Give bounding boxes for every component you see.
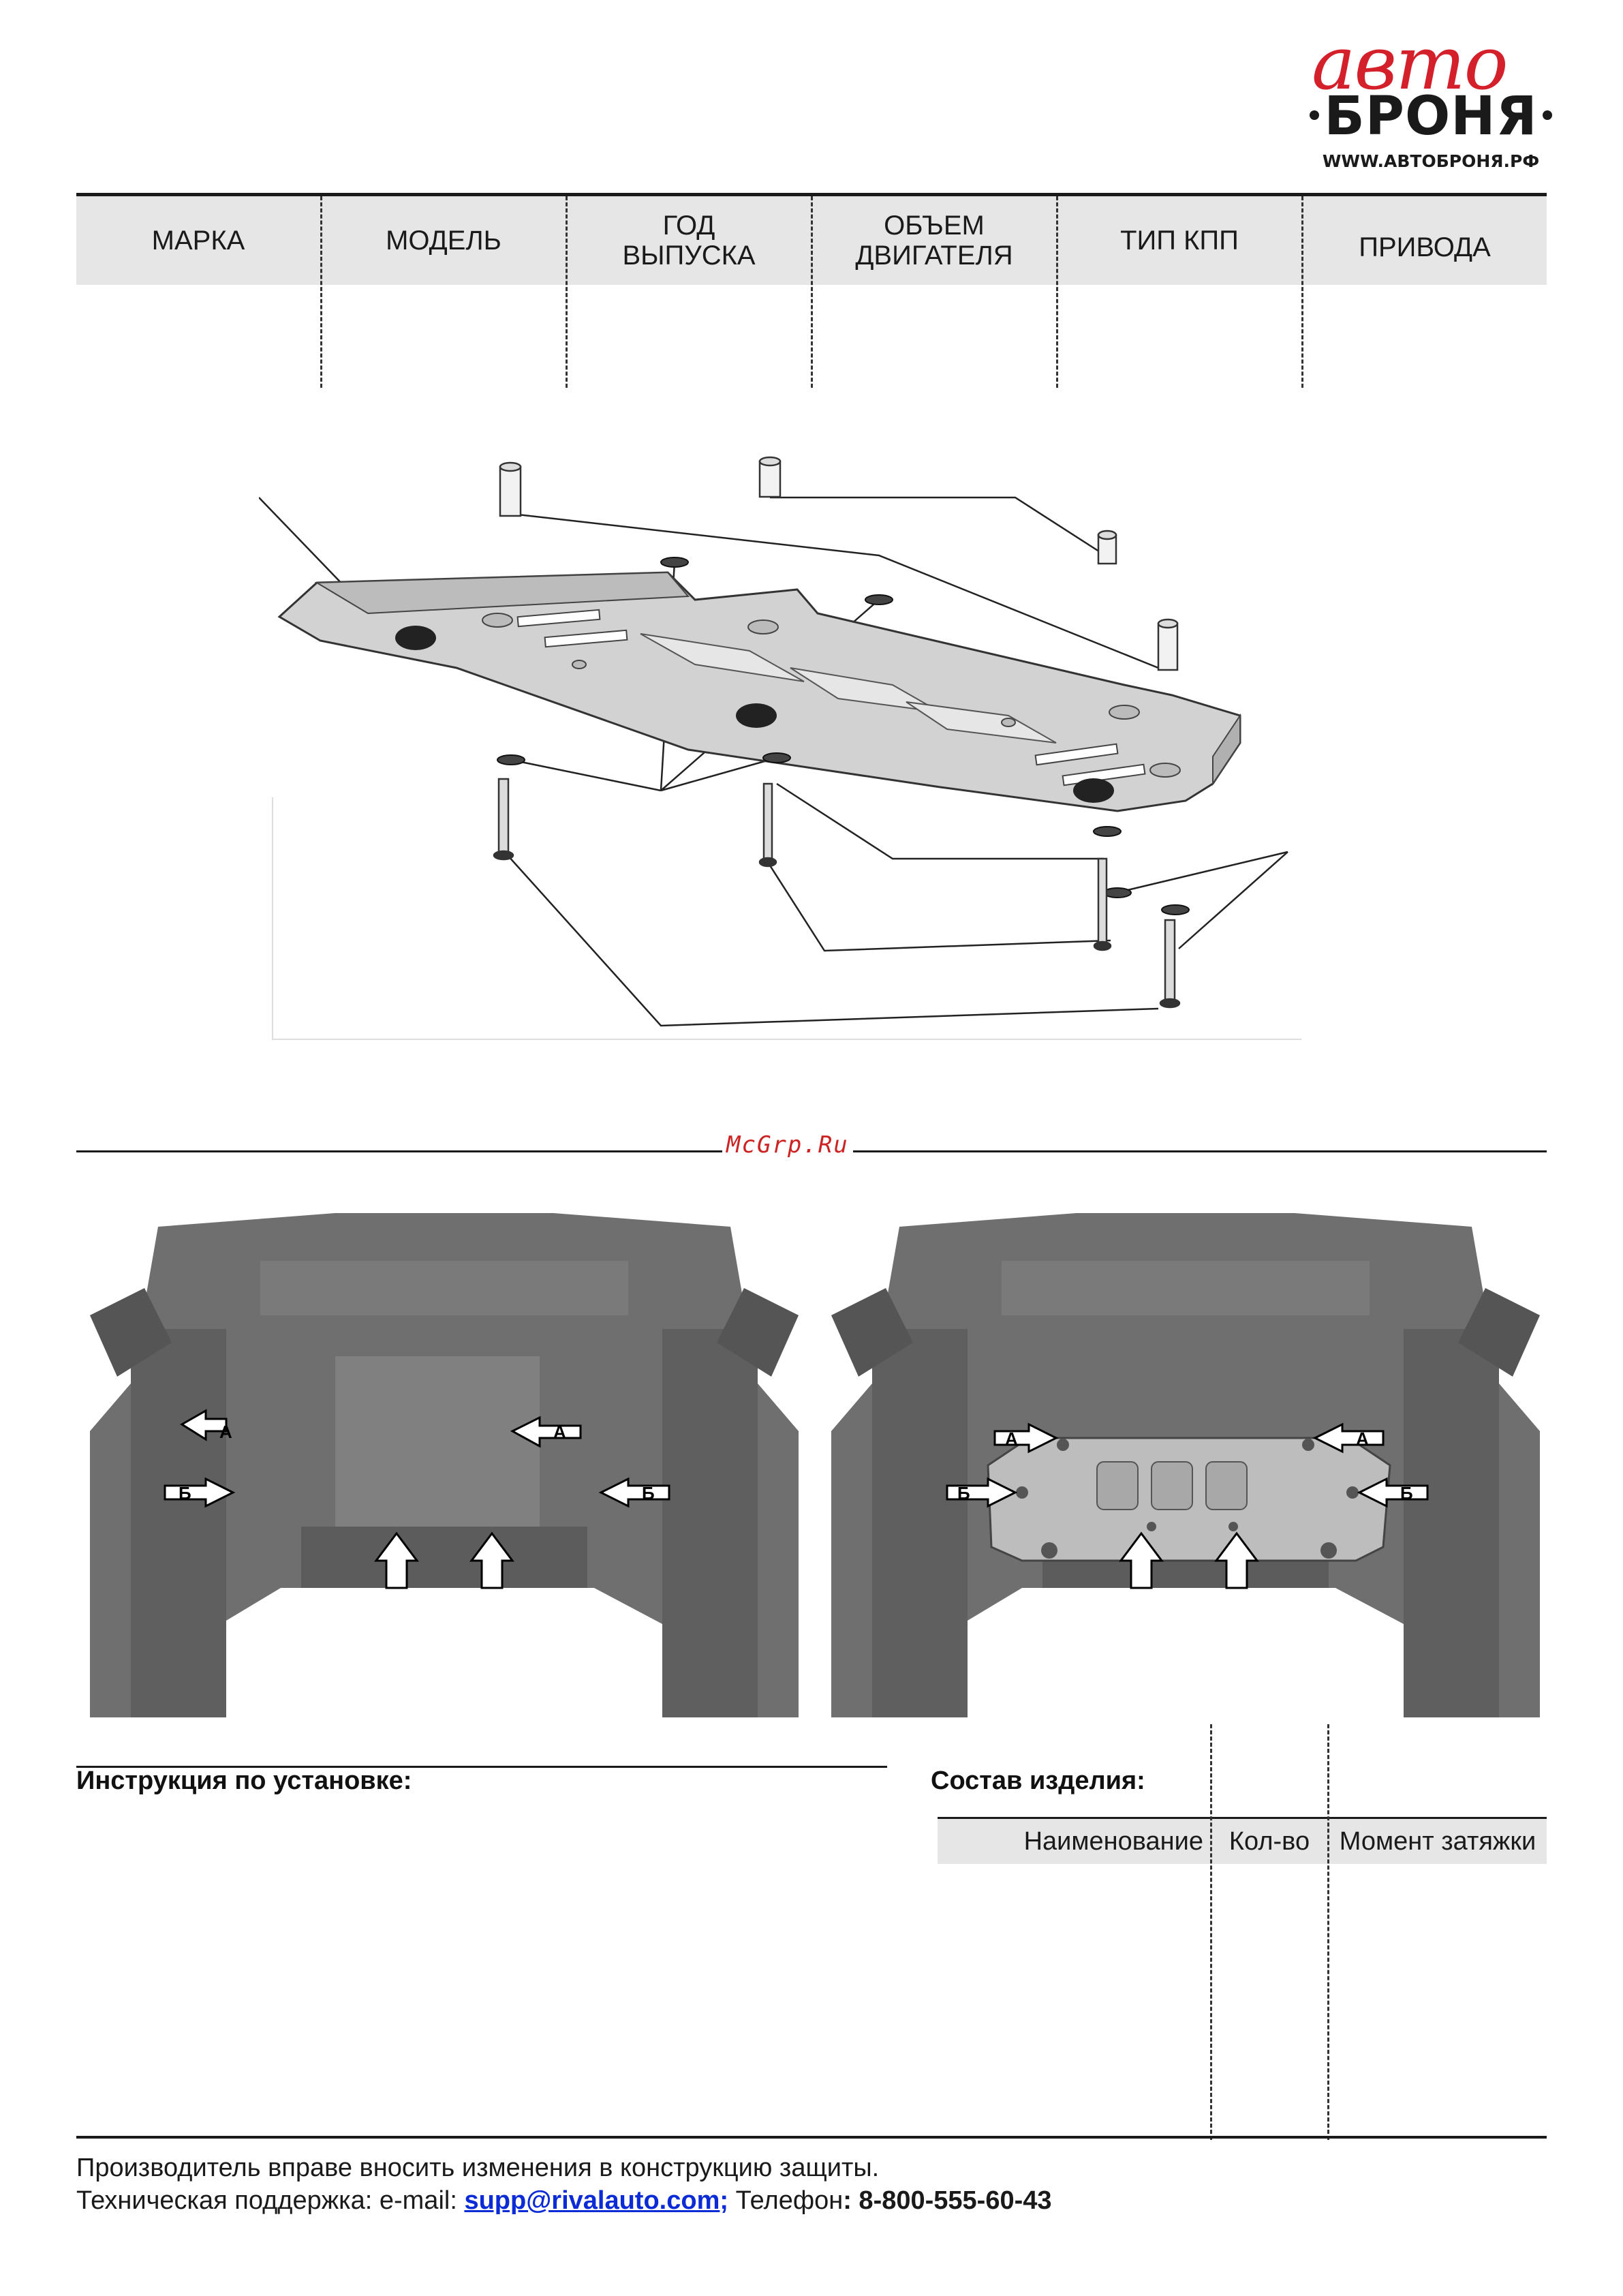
leader-line-bolt <box>776 782 1104 860</box>
washer-parts <box>497 557 1190 915</box>
drawing-frame <box>272 797 1301 1040</box>
col-header-year: ГОД ВЫПУСКА <box>622 211 756 271</box>
label-b-left: Б <box>957 1483 970 1503</box>
label-b-right: Б <box>1400 1483 1413 1503</box>
logo-script-text: авто <box>1312 21 1509 106</box>
arrow-b-right: Б <box>598 1477 670 1508</box>
phone-prefix: Телефон <box>728 2186 844 2215</box>
col-separator <box>1327 1724 1329 2140</box>
arrow-up-left <box>374 1531 419 1589</box>
col-header-model: МОДЕЛЬ <box>386 226 501 256</box>
footer-disclaimer: Производитель вправе вносить изменения в… <box>76 2154 880 2182</box>
logo-right-dot <box>1543 110 1552 120</box>
underbody-photo-before: А А Б Б <box>90 1213 799 1717</box>
col-header-engine: ОБЪЕМ ДВИГАТЕЛЯ <box>855 211 1013 271</box>
label-b-left: Б <box>179 1483 191 1503</box>
skid-plate <box>277 571 1241 812</box>
label-a-left: А <box>219 1422 232 1442</box>
arrow-a-right: А <box>1312 1422 1385 1454</box>
col-header-torque: Момент затяжки <box>1339 1826 1536 1856</box>
instructions-rule <box>76 1766 887 1768</box>
underbody-photo-after: А А Б Б <box>831 1213 1540 1717</box>
leader-line-washer-right <box>1115 851 1288 894</box>
leader-line-washer-4 <box>660 756 777 792</box>
support-email-suffix[interactable]: ; <box>720 2186 729 2215</box>
mount-arrows: А А Б Б <box>946 1422 1429 1589</box>
composition-title: Состав изделия: <box>931 1766 1145 1795</box>
label-a-left: А <box>1005 1428 1018 1449</box>
footer-rule <box>76 2136 1547 2139</box>
support-email-link[interactable]: supp@rivalauto.com <box>464 2186 720 2215</box>
label-a-right: А <box>553 1422 566 1442</box>
col-separator <box>320 196 322 388</box>
arrow-b-left: Б <box>164 1477 236 1508</box>
leader-line-spacer <box>517 513 1159 669</box>
bolt-parts <box>493 778 1181 1009</box>
arrow-up-right <box>1214 1531 1259 1589</box>
logo-main-text: БРОНЯ <box>1324 86 1538 147</box>
arrow-b-right: Б <box>1357 1477 1429 1508</box>
col-separator <box>566 196 568 388</box>
leader-line-washer-right-2 <box>1178 851 1288 949</box>
arrow-a-left: А <box>993 1422 1059 1454</box>
leader-line-plate <box>259 497 348 590</box>
col-header-qty: Кол-во <box>1228 1826 1310 1856</box>
instructions-title: Инструкция по установке: <box>76 1766 412 1795</box>
col-header-brand: МАРКА <box>151 226 245 256</box>
footer-support-line: Техническая поддержка: e-mail: supp@riva… <box>76 2186 1052 2216</box>
col-header-drive: ПРИВОДА <box>1359 232 1491 262</box>
col-header-gearbox: ТИП КПП <box>1120 226 1239 256</box>
spacer-parts <box>499 456 1179 671</box>
arrow-b-left: Б <box>946 1477 1018 1508</box>
composition-table: Наименование Кол-во Момент затяжки <box>938 1724 1547 2140</box>
mount-arrows: А А Б Б <box>164 1409 670 1589</box>
leader-line-bolt-3 <box>507 855 1159 1027</box>
logo-left-dot <box>1310 110 1319 120</box>
label-a-right: А <box>1356 1428 1369 1449</box>
col-separator <box>1301 196 1303 388</box>
arrow-a-left: А <box>180 1409 232 1442</box>
col-separator <box>1210 1724 1212 2140</box>
chassis-silhouette <box>90 1213 799 1717</box>
watermark: McGrp.Ru <box>722 1131 853 1159</box>
leader-line-washer-3 <box>510 759 662 792</box>
exploded-view-diagram <box>259 456 1301 1040</box>
logo-url: WWW.АВТОБРОНЯ.РФ <box>1322 151 1540 171</box>
arrow-a-right: А <box>510 1415 582 1448</box>
vehicle-spec-table: МАРКА МОДЕЛЬ ГОД ВЫПУСКА ОБЪЕМ ДВИГАТЕЛЯ… <box>76 193 1547 388</box>
support-prefix: Техническая поддержка: e-mail: <box>76 2186 465 2215</box>
installed-skid-plate <box>987 1437 1391 1562</box>
arrow-up-left <box>1119 1531 1164 1589</box>
col-separator <box>811 196 813 388</box>
brand-logo: авто БРОНЯ WWW.АВТОБРОНЯ.РФ <box>1308 27 1554 184</box>
support-phone: : 8-800-555-60-43 <box>843 2186 1052 2215</box>
leader-line-spacer-2 <box>770 496 1111 560</box>
table-top-rule <box>76 193 1547 196</box>
leader-line-bolt-2 <box>769 865 1111 952</box>
label-b-right: Б <box>642 1483 655 1503</box>
table-header-band <box>938 1819 1547 1864</box>
col-separator <box>1056 196 1058 388</box>
table-top-rule <box>938 1817 1547 1819</box>
arrow-up-right <box>469 1531 514 1589</box>
col-header-name: Наименование <box>1023 1826 1203 1856</box>
